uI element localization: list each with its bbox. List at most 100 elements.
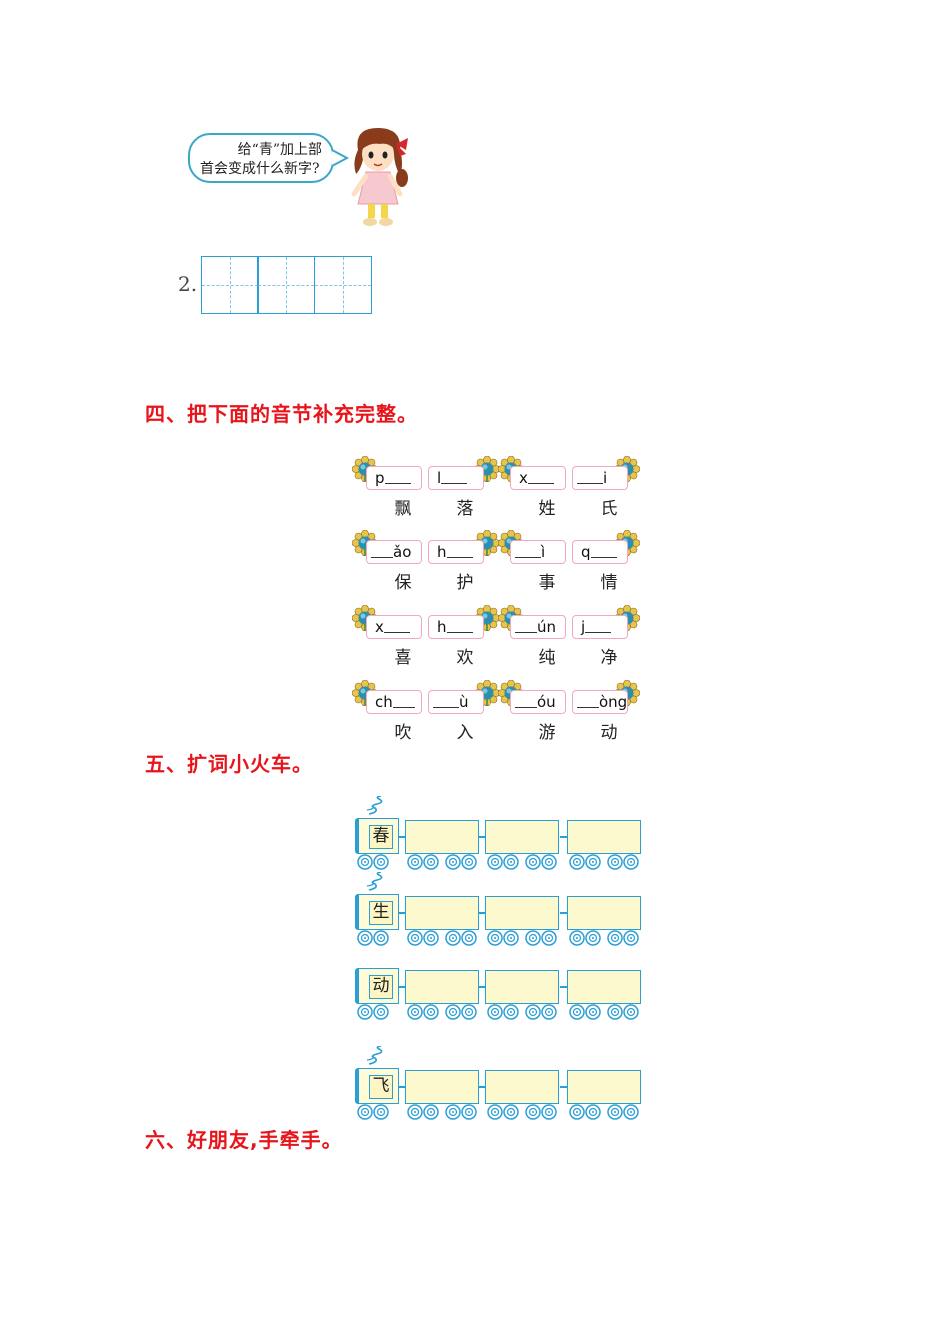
smoke-icon (365, 795, 387, 820)
pinyin-prefix: x (519, 469, 528, 487)
cartoon-girl-icon (351, 128, 408, 226)
pinyin-blank[interactable] (515, 542, 541, 558)
pinyin-box[interactable]: ún (510, 615, 566, 639)
hanzi-character: 净 (600, 648, 618, 668)
train-coupler (398, 986, 406, 988)
writing-box[interactable] (257, 256, 316, 314)
pinyin-prefix: h (437, 543, 447, 561)
train-engine: 春 (355, 818, 399, 854)
hanzi-character: 欢 (456, 648, 474, 668)
hanzi-character: 情 (600, 573, 618, 593)
pinyin-blank[interactable] (433, 692, 459, 708)
hanzi-character: 氏 (600, 499, 618, 519)
pinyin-box[interactable]: ǎo (366, 540, 422, 564)
car-wheels-icon (407, 854, 479, 874)
engine-wheels-icon (357, 854, 401, 874)
section-5-heading: 五、扩词小火车。 (145, 752, 313, 776)
pinyin-suffix: ún (537, 618, 557, 636)
train-coupler (478, 912, 486, 914)
hanzi-character: 飘 (394, 499, 412, 519)
smoke-icon (365, 871, 387, 896)
pinyin-blank[interactable] (371, 542, 393, 558)
pinyin-box[interactable]: i (572, 466, 628, 490)
speech-bubble: 给“青”加上部 首会变成什么新字? (188, 133, 334, 183)
smoke-icon (365, 1045, 387, 1070)
pinyin-prefix: l (437, 469, 442, 487)
train-coupler (560, 1086, 568, 1088)
pinyin-prefix: ch (375, 693, 393, 711)
car-wheels-icon (569, 1004, 641, 1024)
pinyin-blank[interactable] (577, 692, 599, 708)
pinyin-box[interactable]: ù (428, 690, 484, 714)
pinyin-blank[interactable] (383, 617, 410, 633)
car-wheels-icon (407, 1004, 479, 1024)
train-coupler (478, 1086, 486, 1088)
pinyin-prefix: h (437, 618, 447, 636)
pinyin-box[interactable]: l (428, 466, 484, 490)
pinyin-box[interactable]: òng (572, 690, 628, 714)
pinyin-box[interactable]: ì (510, 540, 566, 564)
train-car-answer-box[interactable] (405, 1070, 479, 1104)
train-car-answer-box[interactable] (485, 970, 559, 1004)
train-car-answer-box[interactable] (567, 820, 641, 854)
train-car-answer-box[interactable] (405, 970, 479, 1004)
train-coupler (560, 986, 568, 988)
pinyin-blank[interactable] (446, 542, 473, 558)
train-car-answer-box[interactable] (567, 970, 641, 1004)
pinyin-blank[interactable] (585, 617, 612, 633)
train-engine-character: 生 (369, 901, 393, 925)
section-6-heading: 六、好朋友,手牵手。 (145, 1128, 343, 1152)
car-wheels-icon (569, 1104, 641, 1124)
pinyin-box[interactable]: j (572, 615, 628, 639)
pinyin-blank[interactable] (392, 692, 415, 708)
pinyin-suffix: i (603, 469, 608, 487)
train-car-answer-box[interactable] (405, 896, 479, 930)
train-coupler (398, 836, 406, 838)
pinyin-box[interactable]: óu (510, 690, 566, 714)
hanzi-character: 入 (456, 723, 474, 743)
hanzi-character: 动 (600, 723, 618, 743)
train-car-answer-box[interactable] (485, 1070, 559, 1104)
pinyin-blank[interactable] (515, 692, 537, 708)
pinyin-prefix: q (581, 543, 591, 561)
pinyin-box[interactable]: ch (366, 690, 422, 714)
writing-box[interactable] (313, 256, 372, 314)
pinyin-box[interactable]: x (510, 466, 566, 490)
pinyin-blank[interactable] (590, 542, 617, 558)
train-car-answer-box[interactable] (567, 896, 641, 930)
engine-wheels-icon (357, 930, 401, 950)
train-car-answer-box[interactable] (567, 1070, 641, 1104)
pinyin-blank[interactable] (446, 617, 473, 633)
pinyin-suffix: óu (537, 693, 556, 711)
pinyin-blank[interactable] (515, 617, 537, 633)
pinyin-blank[interactable] (441, 468, 468, 484)
pinyin-suffix: òng (599, 693, 628, 711)
train-engine-character: 春 (369, 825, 393, 849)
train-car-answer-box[interactable] (485, 896, 559, 930)
train-engine: 生 (355, 894, 399, 930)
pinyin-blank[interactable] (384, 468, 411, 484)
engine-wheels-icon (357, 1004, 401, 1024)
pinyin-box[interactable]: p (366, 466, 422, 490)
writing-box[interactable] (201, 256, 259, 314)
hanzi-character: 保 (394, 573, 412, 593)
train-car-answer-box[interactable] (485, 820, 559, 854)
pinyin-blank[interactable] (527, 468, 554, 484)
pinyin-box[interactable]: h (428, 615, 484, 639)
pinyin-box[interactable]: x (366, 615, 422, 639)
hanzi-character: 护 (456, 573, 474, 593)
pinyin-box[interactable]: q (572, 540, 628, 564)
train-coupler (478, 986, 486, 988)
train-car-answer-box[interactable] (405, 820, 479, 854)
bubble-tail-icon (331, 149, 350, 167)
train-coupler (398, 1086, 406, 1088)
word-train: 飞 (355, 1045, 645, 1120)
pinyin-blank[interactable] (577, 468, 603, 484)
train-coupler (478, 836, 486, 838)
hanzi-character: 姓 (538, 499, 556, 519)
car-wheels-icon (407, 930, 479, 950)
train-engine: 动 (355, 968, 399, 1004)
word-train: 春 (355, 795, 645, 870)
word-train: 生 (355, 871, 645, 946)
pinyin-box[interactable]: h (428, 540, 484, 564)
